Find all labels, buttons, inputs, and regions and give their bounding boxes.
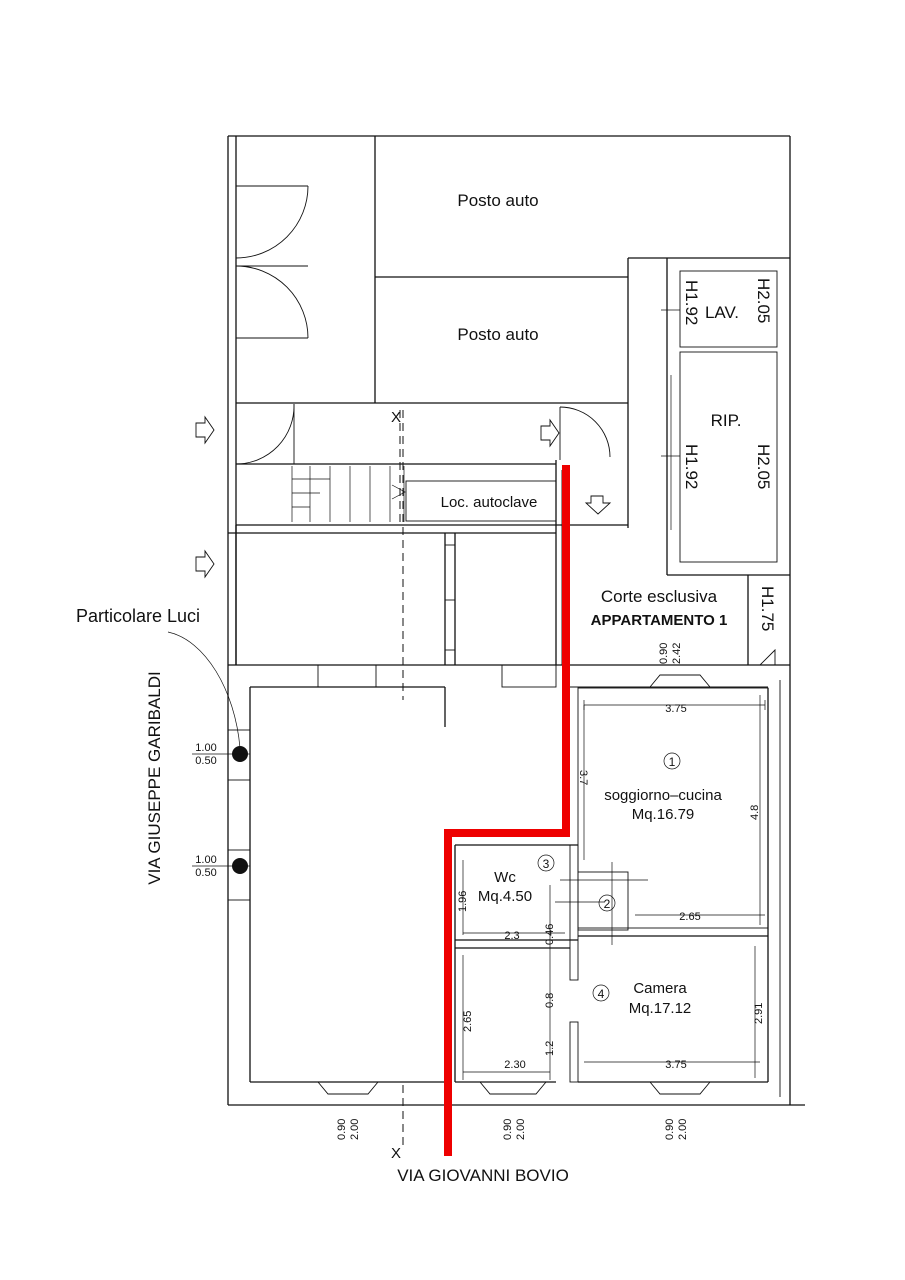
dim-rear-low: 1.2: [544, 1041, 556, 1056]
outer-walls: [227, 135, 805, 1106]
property-boundary-line: [444, 465, 570, 1156]
room-1-area: Mq.16.79: [632, 806, 695, 823]
dim-rear-height: 2.65: [462, 1011, 474, 1032]
dim-soggiorno-bottom: 2.65: [679, 911, 700, 923]
dim-window-left-b-1: 0.50: [195, 755, 216, 767]
dim-window-bottom-a-1: 0.90: [336, 1119, 348, 1140]
dim-window-bottom-b-3: 2.00: [677, 1119, 689, 1140]
posto-auto-label-1: Posto auto: [457, 191, 538, 210]
room-4-area: Mq.17.12: [629, 1000, 692, 1017]
lav-height-right: H2.05: [754, 278, 773, 323]
corte-height: H1.75: [758, 586, 777, 631]
corte-label: Corte esclusiva: [601, 587, 718, 606]
room-4-name: Camera: [633, 980, 687, 997]
room-2-number: 2: [604, 897, 611, 911]
dim-wc-width: 2.3: [504, 930, 519, 942]
dim-wc-height: 1.96: [457, 891, 469, 912]
room-3-badge: [537, 854, 555, 872]
dim-window-bottom-a-3: 0.90: [664, 1119, 676, 1140]
room-4-badge: [592, 984, 610, 1002]
room-1-number: 1: [669, 755, 676, 769]
dim-rear-mid: 0.8: [544, 993, 556, 1008]
rip-height-left: H1.92: [682, 444, 701, 489]
dim-window-top-a: 0.90: [658, 643, 670, 664]
room-3-area: Mq.4.50: [478, 888, 532, 905]
room-3-number: 3: [543, 857, 550, 871]
room-4-number: 4: [598, 987, 605, 1001]
section-mark-top: X: [391, 409, 401, 426]
room-1-badge: [663, 752, 681, 770]
garage-area: [236, 136, 791, 576]
dimension-lines: [462, 695, 766, 1080]
apartment-walls: [227, 664, 790, 1095]
appartamento-label: APPARTAMENTO 1: [591, 612, 728, 629]
dim-soggiorno-depth-left: 3.7: [577, 770, 589, 785]
dim-window-top-b: 2.42: [671, 643, 683, 664]
loc-autoclave-label: Loc. autoclave: [441, 494, 538, 511]
dim-window-bottom-b-2: 2.00: [515, 1119, 527, 1140]
dim-soggiorno-width: 3.75: [665, 703, 686, 715]
dim-rear-width: 2.30: [504, 1059, 525, 1071]
rip-label: RIP.: [711, 411, 742, 430]
particolare-luci-label: Particolare Luci: [76, 606, 200, 626]
garage-doors: [235, 185, 309, 339]
dim-window-left-a-1: 1.00: [195, 742, 216, 754]
posto-auto-label-2: Posto auto: [457, 325, 538, 344]
dim-camera-height: 2.91: [753, 1003, 765, 1024]
lav-label: LAV.: [705, 303, 739, 322]
dim-window-left-a-2: 1.00: [195, 854, 216, 866]
particolare-leader: [167, 631, 241, 749]
rip-height-right: H2.05: [754, 444, 773, 489]
dim-window-left-b-2: 0.50: [195, 867, 216, 879]
street-bottom-label: VIA GIOVANNI BOVIO: [397, 1166, 569, 1185]
corridor-stairs: [235, 403, 628, 526]
room-2-badge: [598, 894, 616, 912]
room-3-name: Wc: [494, 869, 516, 886]
room-1-name: soggiorno–cucina: [604, 787, 722, 804]
dim-wc-small: 0.46: [544, 924, 556, 945]
lav-height-left: H1.92: [682, 280, 701, 325]
dim-camera-width: 3.75: [665, 1059, 686, 1071]
dim-soggiorno-depth-right: 4.8: [749, 805, 761, 820]
section-mark-bottom: X: [391, 1145, 401, 1162]
street-left-label: VIA GIUSEPPE GARIBALDI: [145, 671, 164, 885]
dim-window-bottom-b-1: 2.00: [349, 1119, 361, 1140]
entrance-arrows: [195, 415, 612, 579]
dim-window-bottom-a-2: 0.90: [502, 1119, 514, 1140]
